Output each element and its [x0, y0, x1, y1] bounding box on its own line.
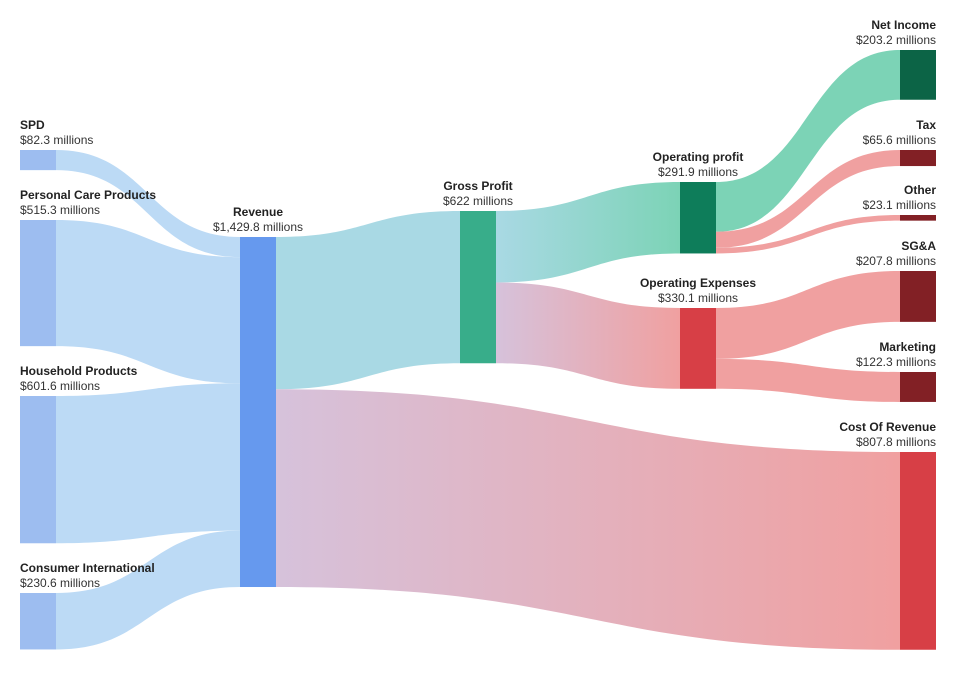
node-label-ni: Net Income	[871, 18, 936, 32]
node-label-pcp: Personal Care Products	[20, 188, 156, 202]
node-label-ci: Consumer International	[20, 561, 155, 575]
node-value-pcp: $515.3 millions	[20, 203, 100, 217]
node-label-tax: Tax	[916, 118, 936, 132]
node-value-ni: $203.2 millions	[856, 33, 936, 47]
nodes-layer	[20, 50, 936, 650]
link-ope-to-sga[interactable]	[716, 271, 900, 359]
node-value-cor: $807.8 millions	[856, 435, 936, 449]
node-tax[interactable]	[900, 150, 936, 167]
node-op[interactable]	[680, 182, 716, 254]
links-layer	[56, 50, 900, 650]
link-ope-to-mkt[interactable]	[716, 358, 900, 402]
node-oth[interactable]	[900, 215, 936, 221]
link-spd-to-rev[interactable]	[56, 150, 240, 258]
node-gp[interactable]	[460, 211, 496, 364]
node-value-mkt: $122.3 millions	[856, 355, 936, 369]
node-label-hhp: Household Products	[20, 364, 138, 378]
link-hhp-to-rev[interactable]	[56, 383, 240, 544]
node-label-spd: SPD	[20, 118, 45, 132]
node-ope[interactable]	[680, 308, 716, 389]
node-value-ci: $230.6 millions	[20, 576, 100, 590]
node-cor[interactable]	[900, 452, 936, 650]
link-op-to-tax[interactable]	[716, 150, 900, 248]
link-ci-to-rev[interactable]	[56, 530, 240, 650]
node-hhp[interactable]	[20, 396, 56, 544]
node-value-tax: $65.6 millions	[863, 133, 936, 147]
node-label-rev: Revenue	[233, 205, 283, 219]
node-value-gp: $622 millions	[443, 194, 513, 208]
node-label-mkt: Marketing	[879, 340, 936, 354]
node-label-cor: Cost Of Revenue	[839, 420, 936, 434]
link-gp-to-op[interactable]	[496, 182, 680, 283]
link-op-to-ni[interactable]	[716, 50, 900, 232]
node-mkt[interactable]	[900, 372, 936, 402]
link-pcp-to-rev[interactable]	[56, 220, 240, 384]
node-pcp[interactable]	[20, 220, 56, 347]
node-value-oth: $23.1 millions	[863, 198, 936, 212]
node-value-spd: $82.3 millions	[20, 133, 93, 147]
node-ni[interactable]	[900, 50, 936, 100]
node-spd[interactable]	[20, 150, 56, 171]
node-label-gp: Gross Profit	[443, 179, 512, 193]
node-sga[interactable]	[900, 271, 936, 322]
node-value-sga: $207.8 millions	[856, 254, 936, 268]
link-rev-to-gp[interactable]	[276, 211, 460, 390]
node-label-oth: Other	[904, 183, 936, 197]
node-rev[interactable]	[240, 237, 276, 588]
node-value-hhp: $601.6 millions	[20, 379, 100, 393]
node-ci[interactable]	[20, 593, 56, 650]
link-rev-to-cor[interactable]	[276, 389, 900, 650]
node-value-op: $291.9 millions	[658, 165, 738, 179]
node-value-rev: $1,429.8 millions	[213, 220, 303, 234]
link-gp-to-ope[interactable]	[496, 282, 680, 389]
node-label-sga: SG&A	[901, 239, 936, 253]
node-value-ope: $330.1 millions	[658, 291, 738, 305]
node-label-op: Operating profit	[653, 150, 744, 164]
node-label-ope: Operating Expenses	[640, 276, 756, 290]
link-op-to-oth[interactable]	[716, 215, 900, 254]
